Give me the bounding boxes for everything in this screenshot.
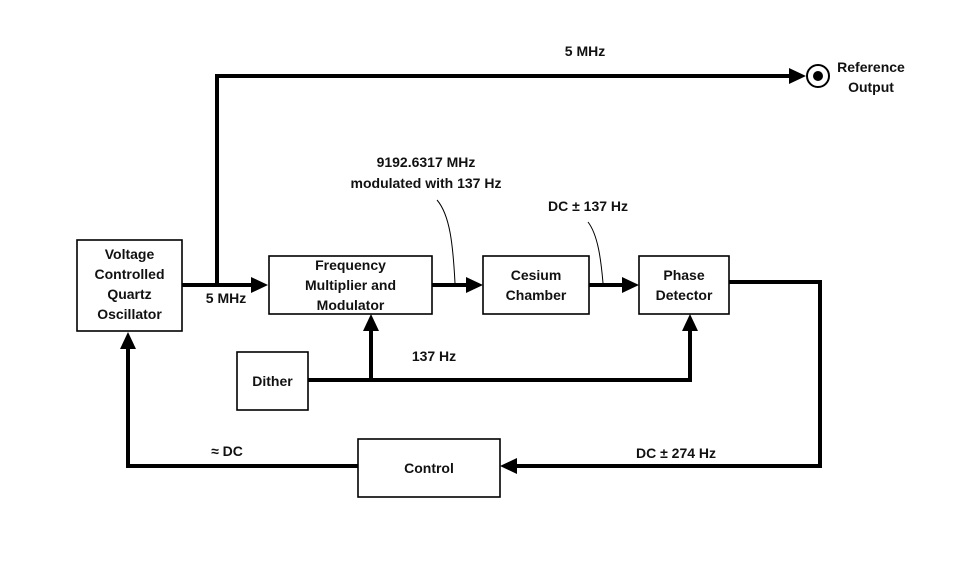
vcxo-label-line-4: Oscillator — [97, 306, 162, 322]
dc137-label: DC ± 137 Hz — [548, 198, 628, 214]
vcxo-block: Voltage Controlled Quartz Oscillator — [76, 239, 183, 332]
arrowhead-multiplier-mod — [363, 314, 379, 331]
arrowhead-vcxo — [120, 332, 136, 349]
dither-137hz-label: 137 Hz — [412, 348, 456, 364]
multiplier-label-line-2: Multiplier and — [305, 277, 396, 293]
reference-label-line-2: Output — [848, 79, 894, 95]
dither-to-phase-wire — [308, 330, 692, 382]
dc274-label: DC ± 274 Hz — [636, 445, 716, 461]
arrowhead-multiplier — [251, 277, 268, 293]
vcxo-label-line-1: Voltage — [105, 246, 155, 262]
vcxo-label-line-2: Controlled — [95, 266, 165, 282]
reference-path-wire — [215, 74, 790, 285]
reference-output-jack-icon — [806, 64, 830, 88]
multiplier-label-line-1: Frequency — [315, 257, 386, 273]
cesium-chamber-block: Cesium Chamber — [482, 255, 590, 315]
arrowhead-reference — [789, 68, 806, 84]
dither-label: Dither — [252, 373, 293, 389]
arrowhead-control — [500, 458, 517, 474]
control-block: Control — [357, 438, 501, 498]
arrowhead-phase-ref — [682, 314, 698, 331]
arrowhead-cesium — [466, 277, 483, 293]
phase-label-line-2: Detector — [656, 287, 713, 303]
phase-detector-block: Phase Detector — [638, 255, 730, 315]
top-5mhz-label: 5 MHz — [565, 43, 605, 59]
vcxo-label-line-3: Quartz — [107, 286, 151, 302]
dither-block: Dither — [236, 351, 309, 411]
phase-label-line-1: Phase — [663, 267, 704, 283]
arrowhead-phase — [622, 277, 639, 293]
mid-5mhz-label: 5 MHz — [206, 290, 246, 306]
cesium-label-line-2: Chamber — [506, 287, 567, 303]
control-label: Control — [404, 460, 454, 476]
rf-signal-leader — [436, 199, 456, 284]
cesium-label-line-1: Cesium — [511, 267, 562, 283]
multiplier-block: Frequency Multiplier and Modulator — [268, 255, 433, 315]
control-to-vcxo-wire — [126, 348, 358, 468]
multiplier-label-line-3: Modulator — [317, 297, 385, 313]
phase-to-control-wire — [516, 280, 822, 468]
dc137-leader — [587, 221, 604, 284]
reference-label-line-1: Reference — [837, 59, 905, 75]
approx-dc-label: ≈ DC — [211, 443, 243, 459]
rf-signal-label-line-2: modulated with 137 Hz — [351, 175, 502, 191]
rf-signal-label-line-1: 9192.6317 MHz — [377, 154, 476, 170]
